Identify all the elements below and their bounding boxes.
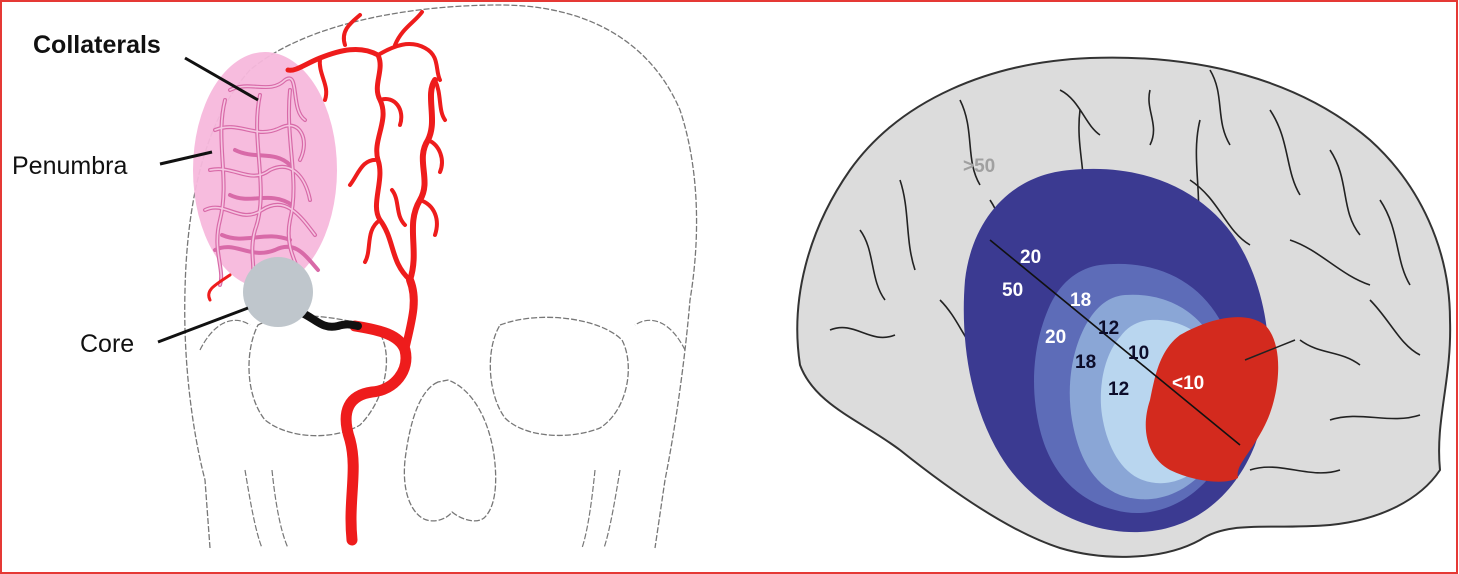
value-12-low: 12: [1108, 379, 1129, 400]
nasal-cavity: [404, 380, 495, 521]
value-18-top: 18: [1070, 290, 1091, 311]
value-10: 10: [1128, 343, 1149, 364]
value-18-mid: 18: [1075, 352, 1096, 373]
penumbra-label: Penumbra: [12, 152, 127, 180]
occluded-artery-segment: [300, 312, 358, 327]
eye-socket-right: [490, 317, 628, 435]
outer-value-label: >50: [963, 156, 995, 177]
value-12-top: 12: [1098, 318, 1119, 339]
core-region: [243, 257, 313, 327]
jaw-left-2: [272, 470, 288, 548]
core-leader: [158, 308, 248, 342]
value-20-top: 20: [1020, 247, 1041, 268]
eye-socket-left: [249, 316, 386, 436]
value-20-mid: 20: [1045, 327, 1066, 348]
cheekbone-right: [635, 320, 685, 350]
collaterals-label: Collaterals: [33, 31, 161, 59]
core-value-label: <10: [1172, 373, 1204, 394]
jaw-right-2: [582, 470, 595, 548]
value-50: 50: [1002, 280, 1023, 301]
jaw-right: [604, 470, 620, 548]
core-label: Core: [80, 330, 134, 358]
jaw-left: [245, 470, 262, 548]
